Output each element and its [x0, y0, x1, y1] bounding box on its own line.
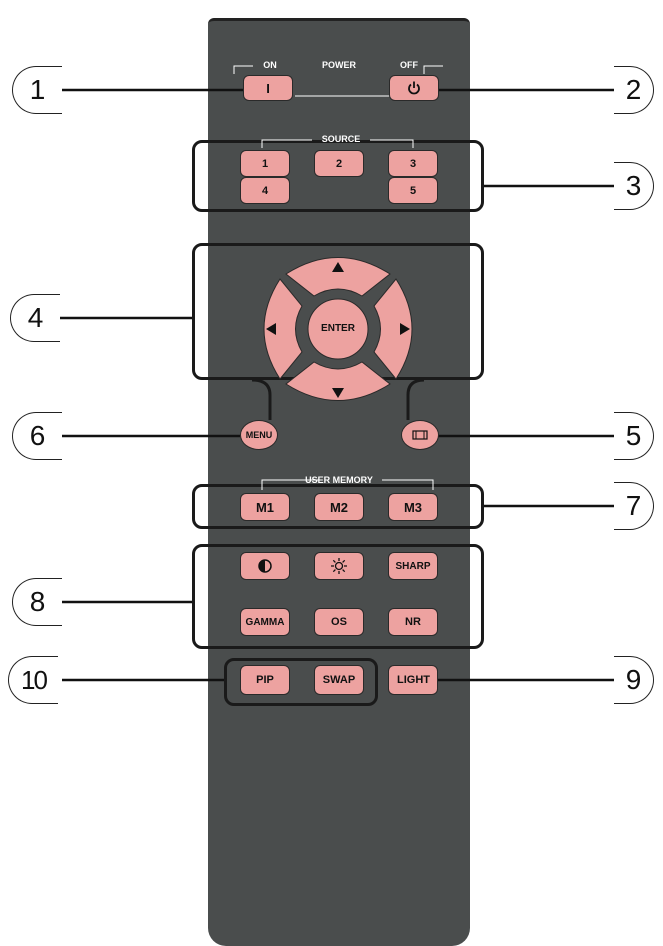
power-label: POWER — [321, 60, 356, 70]
callout-2: 2 — [614, 66, 654, 114]
nav-down-button[interactable] — [285, 361, 391, 401]
sharp-button[interactable]: SHARP — [388, 552, 438, 580]
power-on-label: ON — [263, 60, 277, 70]
power-icon — [408, 81, 420, 95]
callout-5: 5 — [614, 412, 654, 460]
arrow-left-icon — [266, 323, 276, 335]
nav-left-button[interactable] — [263, 278, 303, 380]
user-memory-group-outline — [192, 484, 484, 529]
source-4-button[interactable]: 4 — [240, 177, 290, 204]
memory-m2-button[interactable]: M2 — [314, 493, 364, 521]
source-2-button[interactable]: 2 — [314, 150, 364, 177]
nav-right-button[interactable] — [373, 278, 413, 380]
nav-enter-button[interactable] — [307, 298, 369, 360]
gamma-button[interactable]: GAMMA — [240, 608, 290, 636]
callout-6: 6 — [12, 412, 62, 460]
callout-3: 3 — [614, 162, 654, 210]
callout-9: 9 — [614, 656, 654, 704]
menu-button[interactable]: MENU — [240, 420, 278, 450]
nav-up-button[interactable] — [285, 257, 391, 297]
arrow-down-icon — [332, 388, 344, 398]
source-label: SOURCE — [321, 134, 361, 144]
aspect-ratio-icon — [412, 430, 428, 440]
aspect-button[interactable] — [401, 420, 439, 450]
nr-button[interactable]: NR — [388, 608, 438, 636]
pip-swap-group-outline — [224, 658, 378, 706]
navigation-pad — [263, 257, 413, 401]
callout-7: 7 — [614, 482, 654, 530]
enter-label: ENTER — [321, 323, 355, 334]
brightness-button[interactable] — [314, 552, 364, 580]
callout-8: 8 — [12, 578, 62, 626]
source-group-outline — [192, 140, 484, 212]
source-1-button[interactable]: 1 — [240, 150, 290, 177]
callout-10: 10 — [8, 656, 58, 704]
user-memory-label: USER MEMORY — [305, 475, 373, 485]
power-on-button[interactable]: I — [243, 75, 293, 101]
source-3-button[interactable]: 3 — [388, 150, 438, 177]
arrow-right-icon — [400, 323, 410, 335]
contrast-icon — [258, 559, 272, 573]
brightness-icon — [331, 558, 347, 574]
power-off-label: OFF — [400, 60, 418, 70]
callout-4: 4 — [10, 294, 60, 342]
arrow-up-icon — [332, 262, 344, 272]
source-5-button[interactable]: 5 — [388, 177, 438, 204]
callout-1: 1 — [12, 66, 62, 114]
memory-m3-button[interactable]: M3 — [388, 493, 438, 521]
light-button[interactable]: LIGHT — [388, 665, 438, 695]
contrast-button[interactable] — [240, 552, 290, 580]
pip-button[interactable]: PIP — [240, 665, 290, 695]
memory-m1-button[interactable]: M1 — [240, 493, 290, 521]
power-off-button[interactable] — [389, 75, 439, 101]
picture-group-outline — [192, 544, 484, 649]
os-button[interactable]: OS — [314, 608, 364, 636]
swap-button[interactable]: SWAP — [314, 665, 364, 695]
